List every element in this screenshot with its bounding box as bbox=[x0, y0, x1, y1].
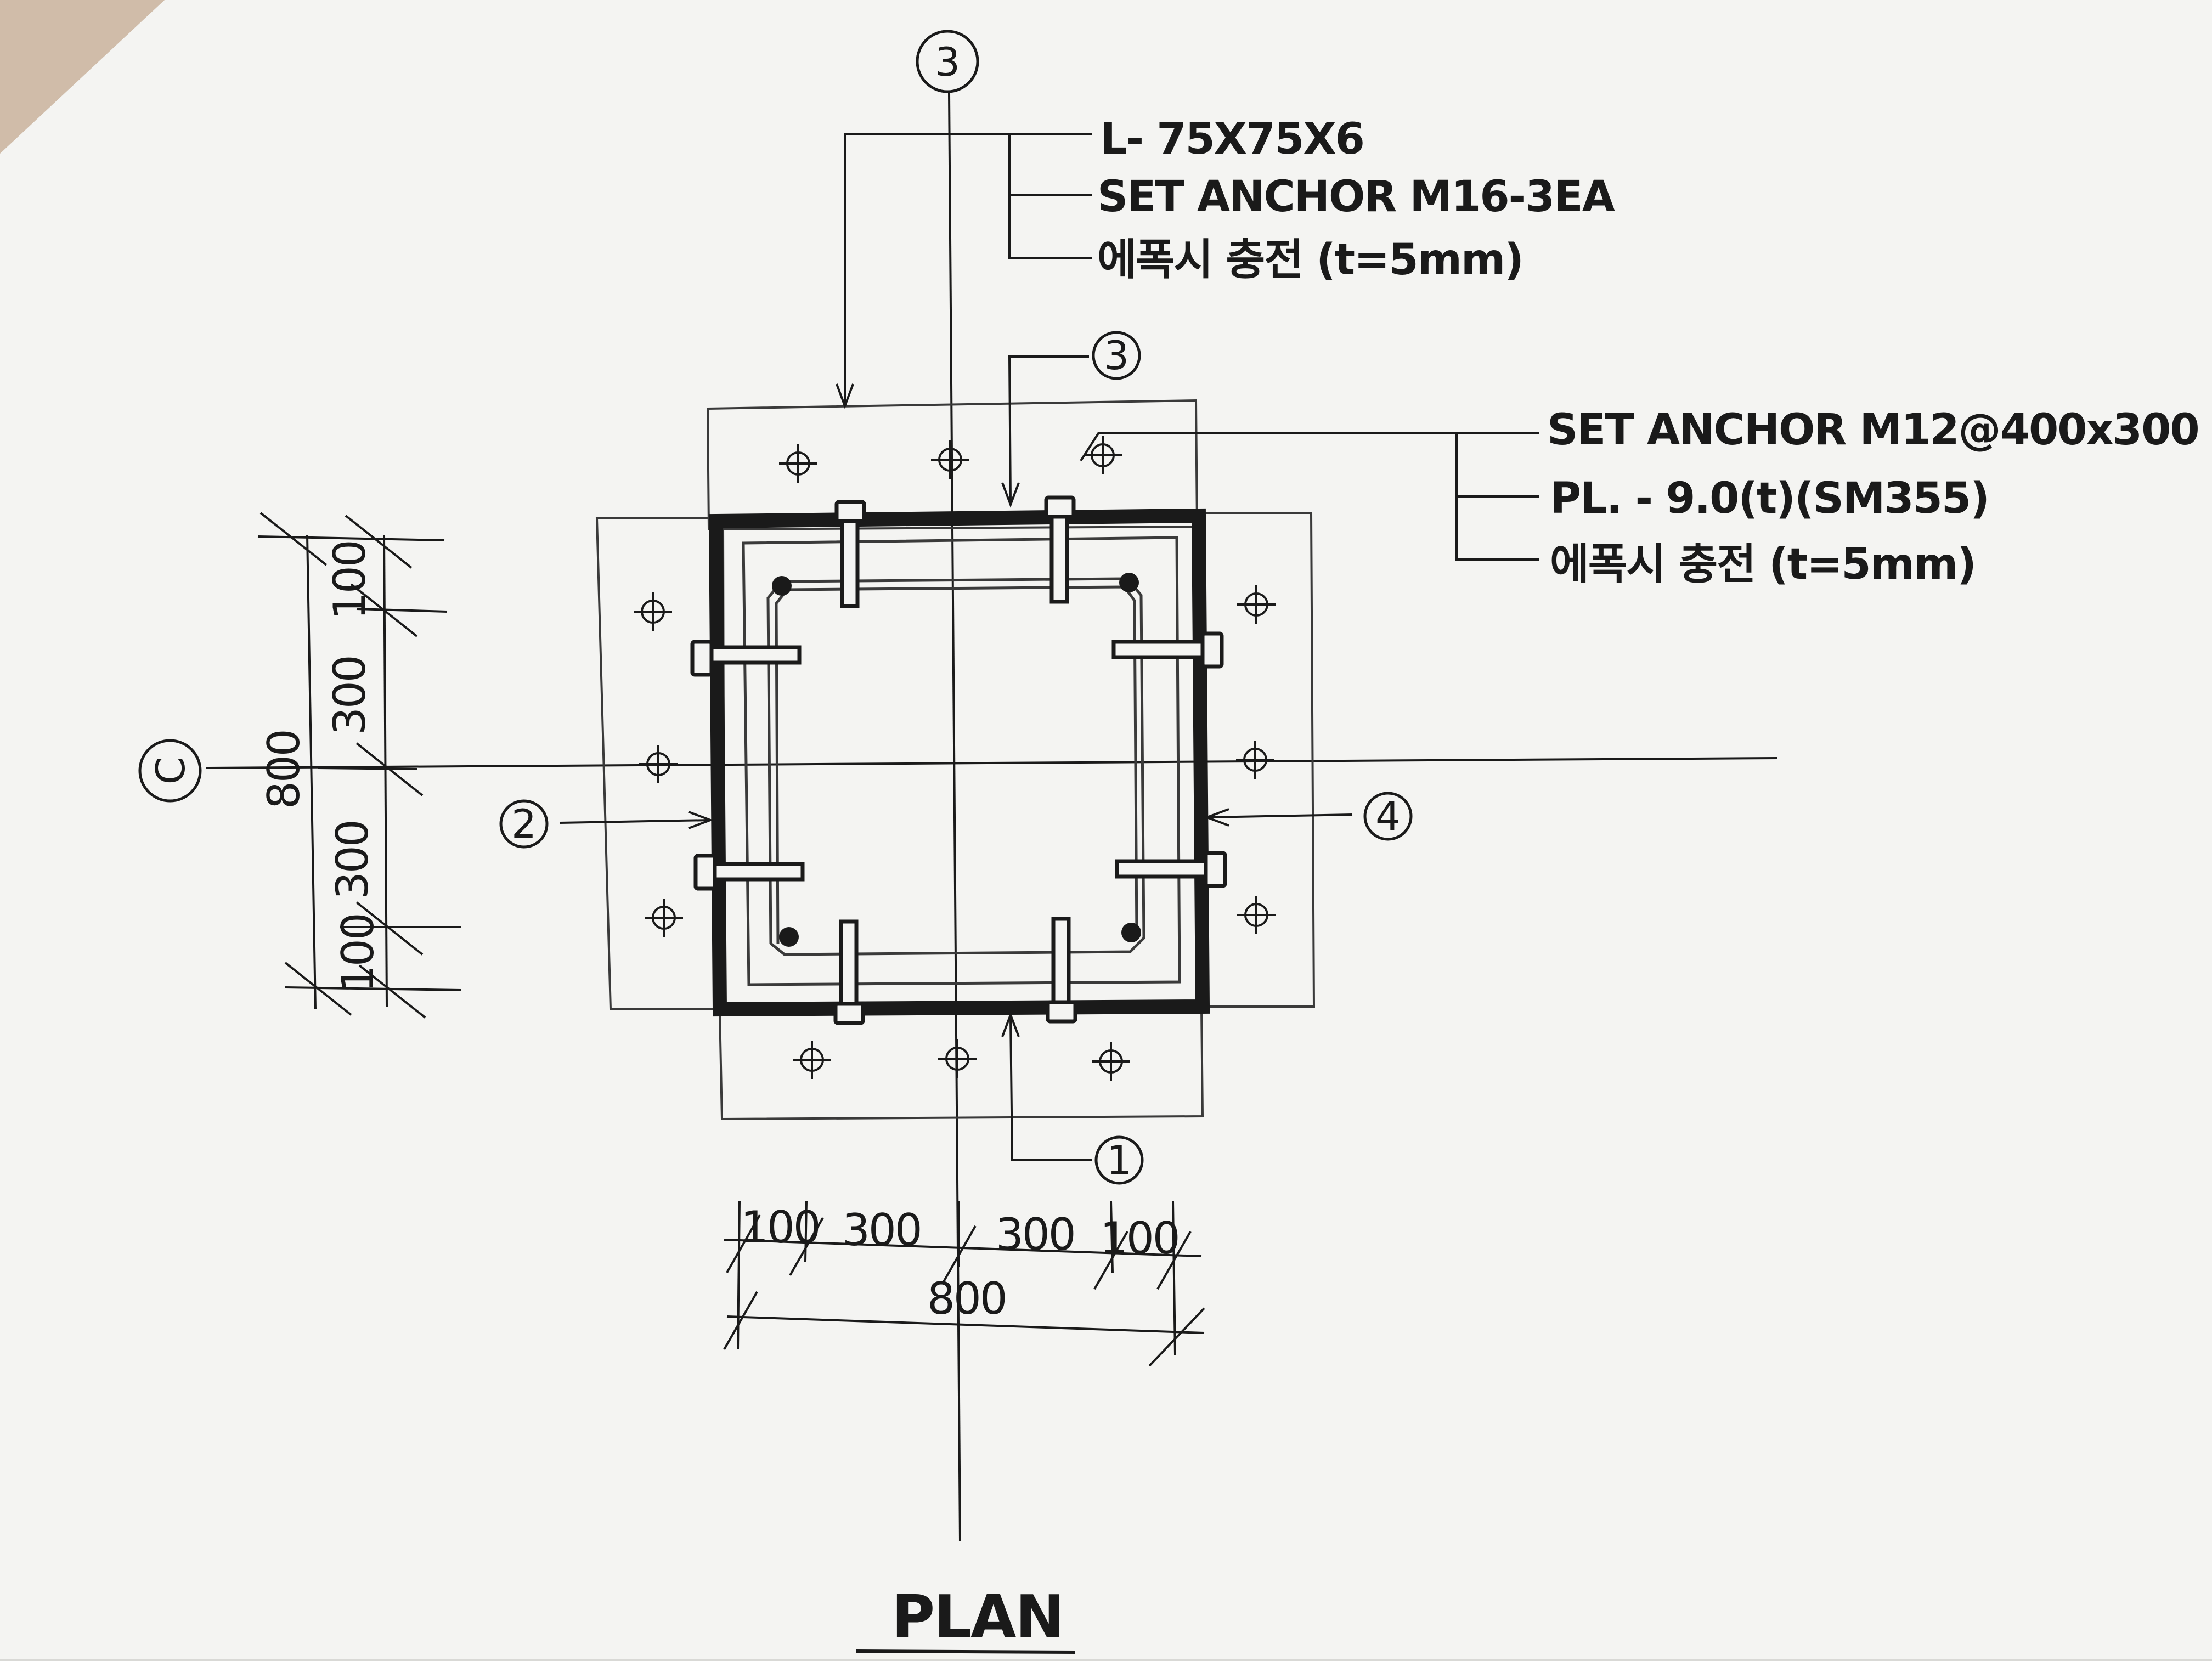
notes-top: L- 75X75X6 SET ANCHOR M16-3EA 에폭시 충전 (t=… bbox=[1097, 115, 1616, 285]
bolt-right-2 bbox=[1204, 851, 1227, 888]
rebar-dot bbox=[1121, 923, 1141, 942]
part-mark-3-label: 3 bbox=[1104, 332, 1129, 378]
dim-bottom-3: 300 bbox=[996, 1209, 1075, 1260]
note-right-plate: PL. - 9.0(t)(SM355) bbox=[1550, 474, 1989, 523]
part-mark-3-upper: 3 bbox=[1092, 331, 1141, 380]
note-top-epoxy: 에폭시 충전 (t=5mm) bbox=[1097, 235, 1523, 285]
part-mark-1: 1 bbox=[1094, 1135, 1144, 1185]
grid-bubble-3-label: 3 bbox=[935, 39, 960, 85]
grid-bubble-c: C bbox=[138, 739, 202, 803]
grid-bubble-3: 3 bbox=[916, 30, 979, 93]
bolt-left-2-shank bbox=[713, 862, 805, 882]
bolt-top-1-shank bbox=[840, 519, 860, 608]
part-mark-1-label: 1 bbox=[1107, 1137, 1132, 1183]
title-underline bbox=[855, 1649, 1076, 1654]
set-anchor-symbol bbox=[1237, 896, 1276, 934]
part-mark-4: 4 bbox=[1363, 792, 1413, 841]
set-anchors-m12 bbox=[634, 436, 1276, 1081]
set-anchor-symbol bbox=[779, 444, 817, 483]
dim-left-2: 300 bbox=[324, 656, 375, 735]
bolt-right-1-shank bbox=[1111, 640, 1205, 659]
grid-bubble-c-label: C bbox=[148, 757, 194, 784]
grid-line-c bbox=[205, 757, 1778, 769]
dim-left-4: 100 bbox=[332, 914, 383, 993]
dimension-text-bottom: 100 300 300 100 800 bbox=[741, 1202, 1181, 1324]
bolt-bottom-1-shank bbox=[839, 919, 859, 1006]
dimension-lines-bottom bbox=[723, 1201, 1205, 1367]
column-thick-outline bbox=[708, 508, 1210, 1017]
set-anchor-symbol bbox=[639, 745, 678, 783]
set-anchor-symbol bbox=[634, 592, 672, 631]
rebar-dot bbox=[779, 927, 799, 947]
set-anchor-symbol bbox=[1236, 741, 1274, 779]
dim-left-1: 100 bbox=[324, 541, 375, 620]
angle-inner-line bbox=[742, 536, 1181, 986]
set-anchor-symbol bbox=[931, 440, 969, 479]
bolt-bottom-1 bbox=[833, 1002, 865, 1025]
bolt-top-2 bbox=[1044, 495, 1076, 519]
set-anchor-symbol bbox=[1092, 1042, 1130, 1081]
dimension-lines-left bbox=[257, 512, 461, 1019]
bolt-right-2-shank bbox=[1115, 859, 1208, 879]
notes-right: SET ANCHOR M12@400x300 PL. - 9.0(t)(SM35… bbox=[1547, 405, 2200, 589]
paper-edge-shadow bbox=[0, 0, 165, 154]
bolt-right-1 bbox=[1200, 631, 1224, 669]
dim-left-3: 300 bbox=[327, 821, 378, 900]
dim-bottom-1: 100 bbox=[741, 1202, 820, 1253]
dim-bottom-4: 100 bbox=[1100, 1213, 1179, 1264]
rebar-dot bbox=[1119, 573, 1139, 592]
note-right-anchor: SET ANCHOR M12@400x300 bbox=[1547, 405, 2199, 455]
dimension-text-left: 100 300 300 100 800 bbox=[258, 541, 383, 993]
corner-rebars bbox=[772, 573, 1141, 947]
set-anchor-symbol bbox=[1237, 585, 1276, 624]
set-anchor-symbol bbox=[938, 1039, 977, 1078]
dim-bottom-total: 800 bbox=[927, 1273, 1006, 1324]
set-anchor-symbol bbox=[793, 1041, 831, 1079]
bolt-top-1 bbox=[834, 500, 866, 523]
part-mark-4-label: 4 bbox=[1375, 793, 1401, 839]
dim-bottom-2: 300 bbox=[842, 1205, 921, 1256]
note-top-angle: L- 75X75X6 bbox=[1100, 115, 1364, 164]
bolt-left-2 bbox=[693, 854, 717, 891]
note-right-epoxy: 에폭시 충전 (t=5mm) bbox=[1550, 540, 1976, 589]
rebar-dot bbox=[772, 576, 792, 596]
anchor-bolts-m16 bbox=[690, 495, 1227, 1025]
bolt-left-1 bbox=[690, 640, 714, 677]
bolt-top-2-shank bbox=[1049, 515, 1069, 604]
part-mark-2: 2 bbox=[499, 799, 549, 849]
leader-lines bbox=[559, 133, 1539, 1161]
bolt-left-1-shank bbox=[709, 645, 802, 665]
grid-line-3 bbox=[948, 93, 961, 1542]
dim-left-total: 800 bbox=[258, 730, 309, 809]
part-mark-2-label: 2 bbox=[511, 801, 537, 847]
bolt-bottom-2 bbox=[1046, 1000, 1077, 1024]
set-anchor-symbol bbox=[1084, 436, 1122, 474]
set-anchor-symbol bbox=[645, 899, 683, 937]
bolt-bottom-2-shank bbox=[1051, 917, 1071, 1004]
drawing-title: PLAN bbox=[891, 1583, 1064, 1652]
note-top-anchor: SET ANCHOR M16-3EA bbox=[1097, 172, 1615, 222]
